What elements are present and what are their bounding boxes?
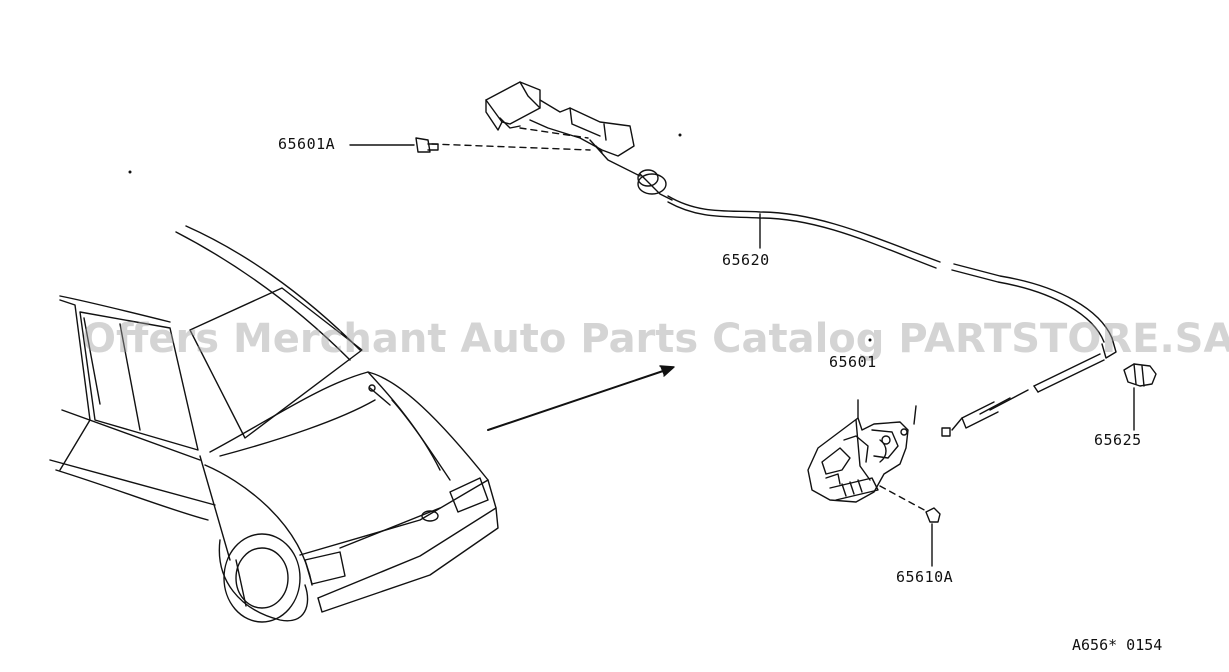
- vehicle-illustration: [49, 225, 499, 623]
- label-65620: 65620: [722, 251, 770, 269]
- label-65625: 65625: [1094, 431, 1142, 449]
- watermark-text: Offers Merchant Auto Parts Catalog PARTS…: [82, 316, 1229, 362]
- label-65610A: 65610A: [896, 568, 954, 586]
- bolt-part: [925, 507, 941, 567]
- label-65601A: 65601A: [278, 135, 336, 153]
- callout-arrow: [487, 365, 675, 431]
- cable-clip-part: [1123, 363, 1157, 431]
- hood-release-handle: [431, 81, 641, 177]
- label-65601: 65601: [829, 353, 877, 371]
- clip-part: [349, 137, 439, 153]
- diagram-code: A656* 0154: [1072, 636, 1163, 654]
- hood-latch: [807, 399, 929, 513]
- hood-cable: [637, 169, 1117, 437]
